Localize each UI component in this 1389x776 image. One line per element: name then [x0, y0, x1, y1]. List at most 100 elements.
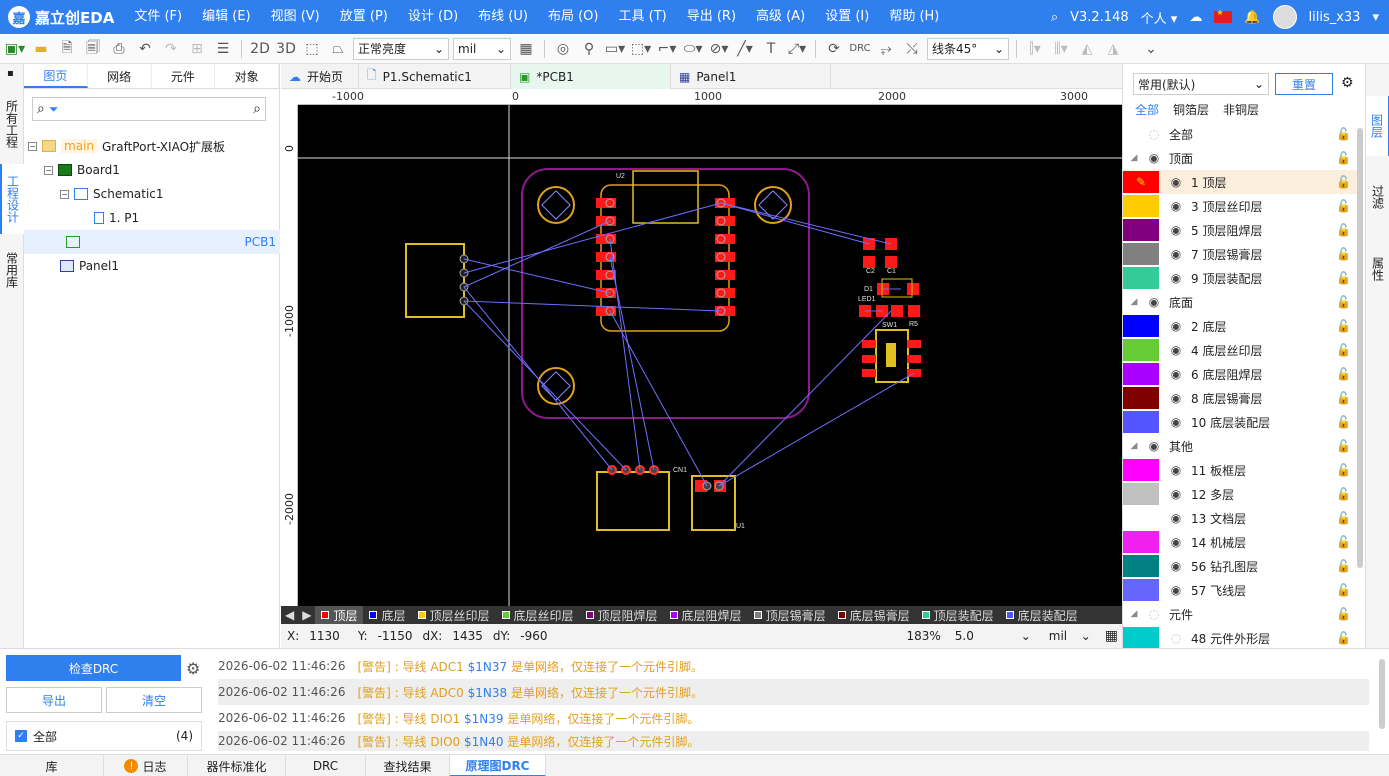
tab-nets[interactable]: 网络	[88, 64, 152, 88]
lock-icon[interactable]: 🔓	[1336, 295, 1351, 309]
language-flag-icon[interactable]	[1214, 8, 1233, 23]
tree-item-project[interactable]: − main GraftPort-XIAO扩展板	[24, 134, 280, 158]
unit-select[interactable]: mil⌄	[453, 37, 511, 60]
eye-icon[interactable]: ◉	[1170, 511, 1182, 525]
tree-item-schematic[interactable]: − Schematic1	[24, 182, 280, 206]
filter-icon[interactable]: ⏷	[48, 101, 59, 116]
checkbox-checked-icon[interactable]: ✓	[15, 730, 27, 742]
net-link[interactable]: $1N40	[464, 734, 504, 749]
open-folder-icon[interactable]: ▬	[34, 40, 48, 57]
layer-group-all[interactable]: ◌全部🔓	[1123, 122, 1359, 146]
polyline-tool-icon[interactable]: ⌐▾	[657, 40, 677, 57]
layer-tab-top[interactable]: 顶层	[315, 606, 364, 624]
chevron-down-icon[interactable]: ▾	[1372, 9, 1379, 25]
eye-off-icon[interactable]: ◌	[1148, 127, 1160, 141]
eye-icon[interactable]: ◉	[1170, 487, 1182, 501]
drc-category-all[interactable]: ✓ 全部 (4)	[6, 721, 202, 751]
layer-row[interactable]: ◉57 飞线层🔓	[1123, 578, 1359, 602]
layer-group-top[interactable]: ◢◉顶面🔓	[1123, 146, 1359, 170]
pin-icon[interactable]: ▪	[7, 68, 14, 79]
drc-message[interactable]: 2026-06-02 11:46:26[警告] : 导线 ADC1 $1N37 …	[218, 653, 1369, 679]
mode-selector[interactable]: 个人 ▾	[1140, 11, 1178, 27]
lock-icon[interactable]: 🔓	[1336, 607, 1351, 621]
cloud-sync-icon[interactable]: ☁	[1189, 9, 1203, 25]
lock-icon[interactable]: 🔓	[1336, 151, 1351, 165]
connector-left[interactable]	[405, 243, 469, 318]
net-link[interactable]: $1N37	[467, 659, 508, 674]
tab-common-library[interactable]: 常用库	[4, 252, 19, 288]
line-tool-icon[interactable]: ╱▾	[737, 40, 753, 57]
collapse-icon[interactable]: ◢	[1130, 441, 1138, 451]
mounting-hole[interactable]	[537, 186, 575, 224]
layer-row[interactable]: ◉2 底层🔓	[1123, 314, 1359, 338]
collapse-icon[interactable]: −	[44, 165, 53, 175]
layer-row-top[interactable]: ✎◉1 顶层🔓	[1123, 170, 1359, 194]
layer-color-swatch[interactable]	[1123, 531, 1159, 553]
region-tool-icon[interactable]: ⬚▾	[630, 40, 652, 57]
layer-row[interactable]: ◉7 顶层锡膏层🔓	[1123, 242, 1359, 266]
tab-components[interactable]: 元件	[152, 64, 216, 88]
lock-icon[interactable]: 🔓	[1336, 583, 1351, 597]
lock-icon[interactable]: 🔓	[1336, 247, 1351, 261]
layer-row[interactable]: ◉6 底层阻焊层🔓	[1123, 362, 1359, 386]
lock-icon[interactable]: 🔓	[1336, 319, 1351, 333]
component-u2[interactable]	[596, 170, 735, 332]
layer-group-bottom[interactable]: ◢◉底面🔓	[1123, 290, 1359, 314]
component-u1[interactable]	[691, 475, 736, 531]
layer-color-swatch[interactable]	[1123, 387, 1159, 409]
mirror-icon[interactable]: ◭	[1081, 40, 1093, 57]
new-doc-icon[interactable]: ▣▾	[4, 40, 26, 57]
grid-icon[interactable]: ▦	[519, 40, 533, 57]
lock-icon[interactable]: 🔓	[1336, 271, 1351, 285]
unit-select[interactable]: mil⌄	[1045, 625, 1095, 647]
line-mode-select[interactable]: 线条45°⌄	[927, 37, 1009, 60]
tab-all-projects[interactable]: 所有工程	[4, 100, 19, 148]
layer-group-other[interactable]: ◢◉其他🔓	[1123, 434, 1359, 458]
layer-color-swatch[interactable]	[1123, 411, 1159, 433]
tab-drc[interactable]: DRC	[286, 755, 366, 776]
layer-tab-top-assembly[interactable]: 顶层装配层	[916, 606, 1000, 624]
filter-all[interactable]: 全部	[1135, 103, 1160, 117]
avatar[interactable]	[1272, 5, 1297, 29]
collapse-icon[interactable]: ◢	[1130, 609, 1138, 619]
layer-tab-bottom-assembly[interactable]: 底层装配层	[1000, 606, 1084, 624]
layer-row[interactable]: ◉5 顶层阻焊层🔓	[1123, 218, 1359, 242]
horizontal-ruler[interactable]: -1000 0 1000 2000 3000	[298, 89, 1122, 105]
layer-color-swatch[interactable]: ✎	[1123, 171, 1159, 193]
layer-preset-select[interactable]: 常用(默认)⌄	[1133, 73, 1269, 95]
brightness-select[interactable]: 正常亮度⌄	[353, 37, 449, 60]
mounting-hole[interactable]	[537, 367, 575, 405]
lock-icon[interactable]: 🔓	[1336, 127, 1351, 141]
menu-route[interactable]: 布线 (U)	[478, 9, 528, 24]
tab-start-page[interactable]: ☁开始页	[281, 64, 359, 89]
tab-log[interactable]: !日志	[104, 755, 188, 776]
eye-icon[interactable]: ◉	[1148, 295, 1160, 309]
lock-icon[interactable]: 🔓	[1336, 487, 1351, 501]
filter-copper[interactable]: 铜箔层	[1173, 103, 1210, 117]
layer-color-swatch[interactable]	[1123, 195, 1159, 217]
view-3d-button[interactable]: 3D	[276, 40, 296, 57]
lock-icon[interactable]: 🔓	[1336, 343, 1351, 357]
layer-row[interactable]: ◉56 钻孔图层🔓	[1123, 554, 1359, 578]
undo-icon[interactable]: ↶	[139, 40, 151, 57]
layer-row[interactable]: ◉8 底层锡膏层🔓	[1123, 386, 1359, 410]
layer-settings-icon[interactable]: ⚙	[1341, 75, 1354, 91]
layer-group-component[interactable]: ◢◌元件🔓	[1123, 602, 1359, 626]
layer-color-swatch[interactable]	[1123, 579, 1159, 601]
tab-library[interactable]: 库	[0, 755, 104, 776]
rect-tool-icon[interactable]: ▭▾	[604, 40, 626, 57]
menu-edit[interactable]: 编辑 (E)	[202, 9, 251, 24]
route-icon[interactable]: ⥅	[880, 40, 892, 57]
component-cn1[interactable]	[596, 465, 670, 531]
eye-icon[interactable]: ◉	[1170, 535, 1182, 549]
layer-tab-top-mask[interactable]: 顶层阻焊层	[580, 606, 664, 624]
eye-icon[interactable]: ◉	[1170, 175, 1182, 189]
eye-icon[interactable]: ◉	[1170, 415, 1182, 429]
layer-color-swatch[interactable]	[1123, 459, 1159, 481]
drc-message[interactable]: 2026-06-02 11:46:26[警告] : 导线 DIO0 $1N40 …	[218, 731, 1369, 751]
search-input[interactable]: ⌕ ⏷ ⌕	[32, 97, 266, 121]
menu-settings[interactable]: 设置 (I)	[825, 9, 870, 24]
scroll-right-icon[interactable]: ▶	[302, 608, 312, 622]
via-icon[interactable]: ◎	[556, 40, 570, 57]
layer-view-icon[interactable]: ⏢	[332, 40, 344, 57]
